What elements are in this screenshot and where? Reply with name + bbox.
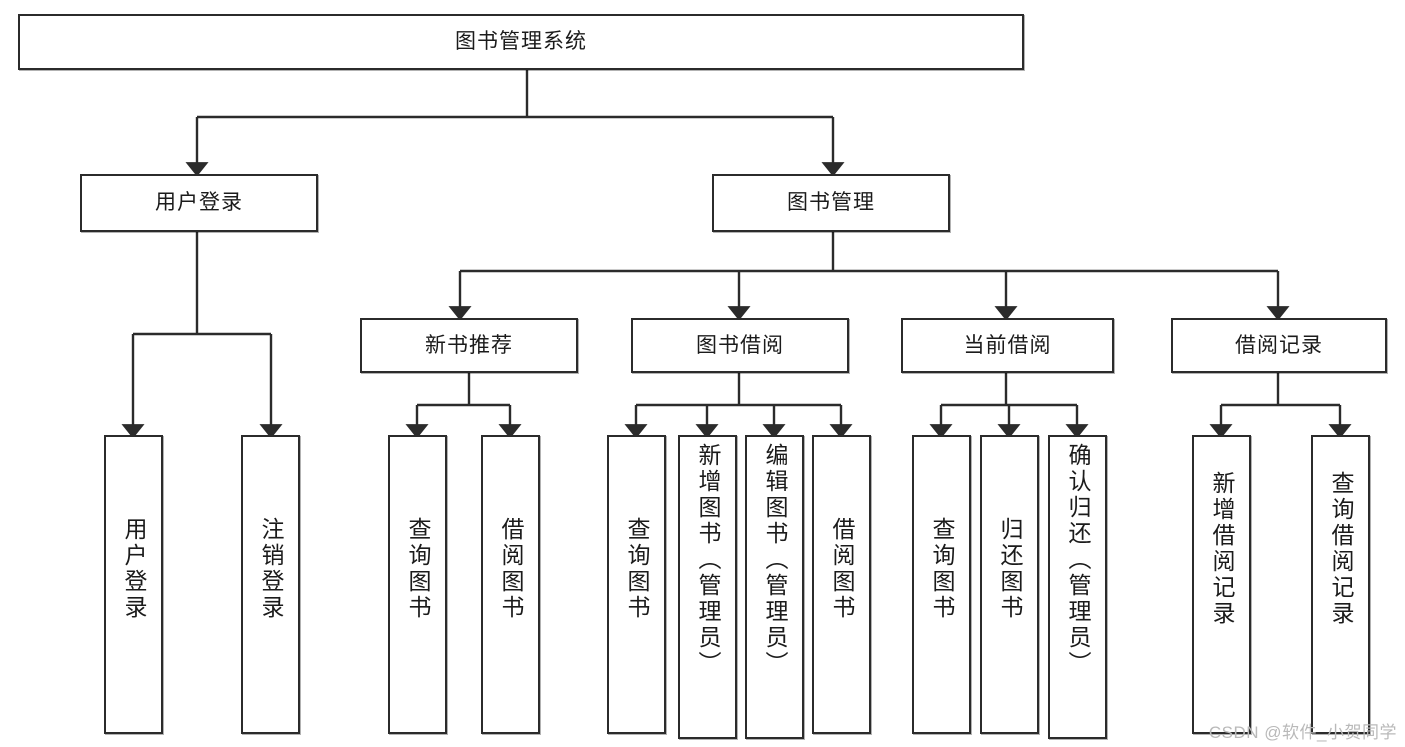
node-label: 借阅图书	[498, 517, 524, 621]
node-label: 用户登录	[121, 517, 147, 621]
node-label: 查询借阅记录	[1328, 471, 1354, 627]
leaf-current-borrow-return-book[interactable]: 归还图书	[980, 435, 1039, 734]
node-new-book-recommend[interactable]: 新书推荐	[360, 318, 578, 373]
node-label: 查询图书	[929, 517, 955, 621]
leaf-user-login-signout[interactable]: 注销登录	[241, 435, 300, 734]
node-label: 图书管理系统	[455, 30, 587, 54]
node-label: 归还图书	[997, 517, 1023, 621]
leaf-current-borrow-confirm-return-admin[interactable]: 确认归还（管理员）	[1048, 435, 1107, 739]
node-label: 新增借阅记录	[1209, 471, 1235, 627]
node-label: 图书管理	[787, 191, 875, 215]
leaf-current-borrow-query-book[interactable]: 查询图书	[912, 435, 971, 734]
node-book-borrow[interactable]: 图书借阅	[631, 318, 849, 373]
leaf-new-book-query-book[interactable]: 查询图书	[388, 435, 447, 734]
leaf-book-borrow-borrow-book[interactable]: 借阅图书	[812, 435, 871, 734]
leaf-book-borrow-query-book[interactable]: 查询图书	[607, 435, 666, 734]
leaf-new-book-borrow-book[interactable]: 借阅图书	[481, 435, 540, 734]
node-label: 确认归还（管理员）	[1065, 443, 1091, 677]
node-label: 图书借阅	[696, 333, 784, 357]
node-book-management[interactable]: 图书管理	[712, 174, 950, 232]
leaf-user-login-signin[interactable]: 用户登录	[104, 435, 163, 734]
node-current-borrow[interactable]: 当前借阅	[901, 318, 1114, 373]
csdn-watermark: CSDN @软件_小贺同学	[1208, 723, 1397, 742]
node-label: 注销登录	[258, 517, 284, 621]
leaf-borrow-record-add-record[interactable]: 新增借阅记录	[1192, 435, 1251, 734]
node-label: 新增图书（管理员）	[695, 443, 721, 677]
node-label: 借阅图书	[829, 517, 855, 621]
node-label: 查询图书	[405, 517, 431, 621]
leaf-borrow-record-query-record[interactable]: 查询借阅记录	[1311, 435, 1370, 734]
node-label: 用户登录	[155, 191, 243, 215]
node-label: 编辑图书（管理员）	[762, 443, 788, 677]
node-label: 当前借阅	[963, 333, 1052, 357]
node-label: 借阅记录	[1235, 333, 1323, 357]
node-borrow-record[interactable]: 借阅记录	[1171, 318, 1387, 373]
leaf-book-borrow-add-book-admin[interactable]: 新增图书（管理员）	[678, 435, 737, 739]
node-label: 查询图书	[624, 517, 650, 621]
node-root-book-management-system[interactable]: 图书管理系统	[18, 14, 1024, 70]
leaf-book-borrow-edit-book-admin[interactable]: 编辑图书（管理员）	[745, 435, 804, 739]
node-user-login[interactable]: 用户登录	[80, 174, 318, 232]
node-label: 新书推荐	[425, 333, 513, 357]
